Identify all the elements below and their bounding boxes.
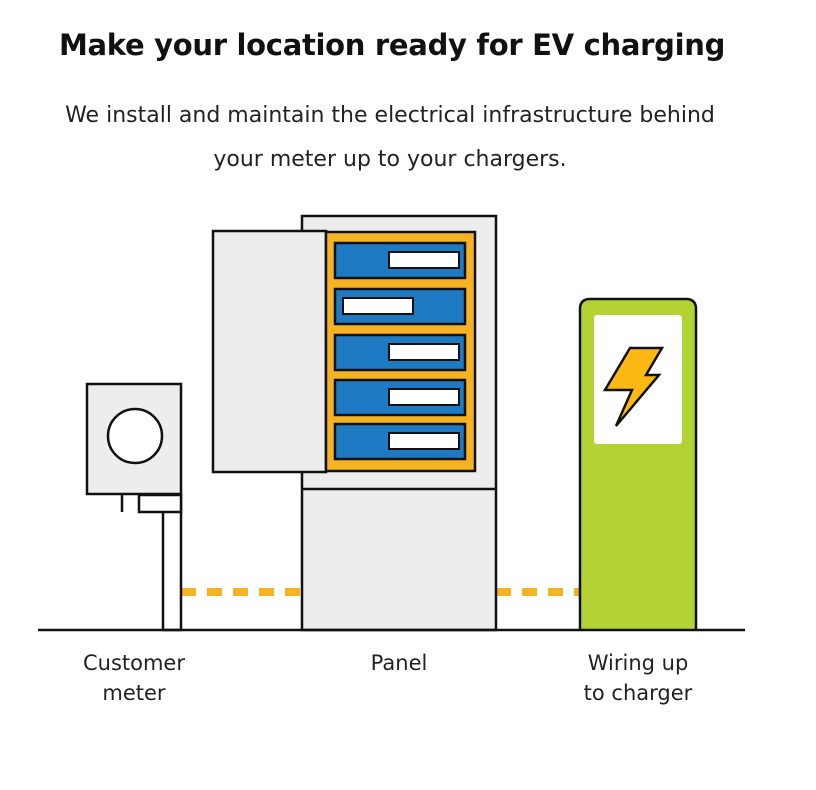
panel-door [211,229,328,474]
page-subtitle: We install and maintain the electrical i… [65,103,715,172]
label-panel: Panel [370,651,428,675]
electrical-panel [211,214,498,632]
breaker-row [333,241,467,461]
meter-dial-icon [106,407,164,465]
breaker-switch [342,251,460,450]
ev-charger [578,297,698,630]
lightning-bolt-icon [602,346,665,427]
page-title: Make your location ready for EV charging [58,28,726,62]
label-wiring-to-charger: Wiring up to charger [583,651,693,705]
label-customer-meter: Customer meter [82,651,185,705]
customer-meter [85,382,183,632]
